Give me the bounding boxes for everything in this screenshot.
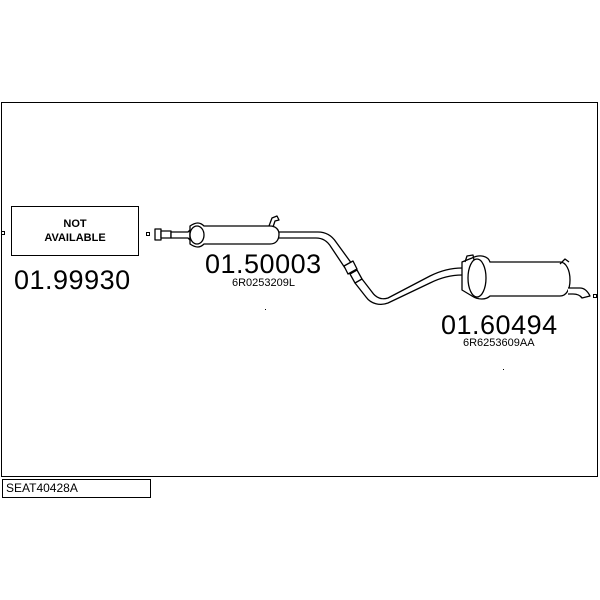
diagram-frame — [1, 102, 598, 477]
part-code-3: 01.60494 — [441, 310, 558, 340]
frame-connector-right — [593, 294, 597, 298]
inlet-flange — [154, 228, 191, 241]
marker-dot-2 — [265, 309, 266, 310]
mid-pipe — [279, 231, 463, 305]
front-pipe-connector — [146, 232, 150, 236]
not-available-line1: NOT — [63, 218, 87, 230]
not-available-box: NOT AVAILABLE — [11, 206, 139, 256]
oem-number-3: 6R6253609AA — [463, 337, 535, 349]
part-code-2: 01.50003 — [205, 249, 322, 279]
not-available-line2: AVAILABLE — [44, 232, 106, 244]
part-code-1: 01.99930 — [14, 265, 131, 295]
center-silencer — [189, 215, 280, 248]
rear-silencer — [461, 254, 591, 300]
reference-label: SEAT40428A — [2, 479, 151, 498]
oem-number-2: 6R0253209L — [232, 277, 296, 289]
frame-connector-left — [1, 231, 5, 235]
marker-dot-3 — [503, 369, 504, 370]
